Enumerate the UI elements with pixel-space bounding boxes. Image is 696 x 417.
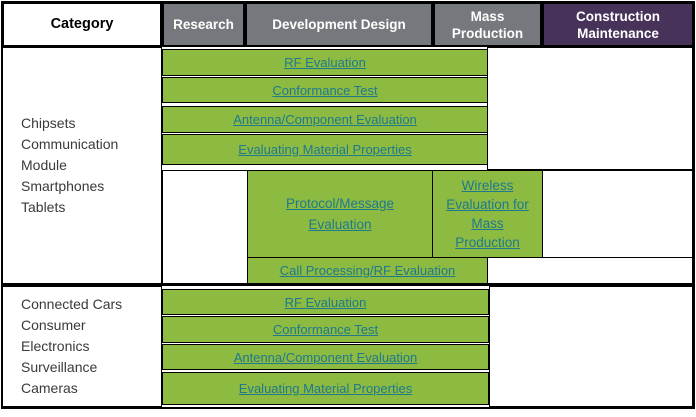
empty-cell-right-of-callproc	[487, 257, 693, 284]
section-divider	[2, 284, 694, 286]
empty-cell-right-of-wireless	[542, 170, 693, 258]
link-antenna-component-evaluation-s2[interactable]: Antenna/Component Evaluation	[233, 349, 418, 365]
cell-rf-evaluation-s1: RF Evaluation	[162, 49, 488, 76]
cell-evaluating-material-properties-s2: Evaluating Material Properties	[162, 372, 489, 405]
link-evaluating-material-properties-s1[interactable]: Evaluating Material Properties	[238, 142, 412, 157]
cell-rf-evaluation-s2: RF Evaluation	[162, 289, 489, 315]
cell-conformance-test-s1: Conformance Test	[162, 77, 488, 103]
link-conformance-test-s1[interactable]: Conformance Test	[272, 82, 378, 98]
header-cell-category: Category	[2, 2, 162, 47]
header-cell-construction-maintenance: Construction Maintenance	[542, 2, 694, 47]
category-line: Tablets	[21, 199, 66, 215]
header-cell-development-design: Development Design	[245, 2, 433, 47]
cell-call-processing-rf-evaluation: Call Processing/RF Evaluation	[247, 257, 488, 284]
cell-antenna-component-evaluation-s2: Antenna/Component Evaluation	[162, 344, 489, 370]
link-antenna-component-evaluation-s1[interactable]: Antenna/Component Evaluation	[233, 112, 417, 127]
category-line: Consumer Electronics	[21, 317, 90, 354]
category-line: Connected Cars	[21, 296, 123, 312]
link-conformance-test-s2[interactable]: Conformance Test	[272, 322, 379, 337]
cell-antenna-component-evaluation-s1: Antenna/Component Evaluation	[162, 106, 488, 133]
empty-cell-research-column	[162, 170, 248, 284]
link-rf-evaluation-s1[interactable]: RF Evaluation	[284, 55, 366, 70]
link-wireless-evaluation-mass-production[interactable]: Wireless Evaluation for Mass Production	[446, 178, 529, 250]
link-evaluating-material-properties-s2[interactable]: Evaluating Material Properties	[238, 381, 413, 396]
cell-wireless-evaluation-mass-production: Wireless Evaluation for Mass Production	[432, 170, 543, 258]
header-cell-mass-production: Mass Production	[433, 2, 542, 47]
category-line: Chipsets	[21, 115, 76, 131]
cell-conformance-test-s2: Conformance Test	[162, 316, 489, 343]
category-cell-connected-cars-group: Connected Cars Consumer Electronics Surv…	[2, 286, 162, 407]
cell-protocol-message-evaluation: Protocol/Message Evaluation	[247, 170, 433, 258]
empty-cell-bottom-right	[489, 286, 693, 407]
link-rf-evaluation-s2[interactable]: RF Evaluation	[284, 294, 367, 310]
cell-evaluating-material-properties-s1: Evaluating Material Properties	[162, 134, 488, 165]
category-line: Communication Module	[21, 136, 119, 173]
category-line: Surveillance Cameras	[21, 359, 98, 396]
header-cell-research: Research	[162, 2, 245, 47]
link-call-processing-rf-evaluation[interactable]: Call Processing/RF Evaluation	[279, 263, 456, 278]
empty-cell-top-right	[487, 47, 693, 170]
link-protocol-message-evaluation[interactable]: Protocol/Message Evaluation	[285, 196, 395, 232]
category-line: Smartphones	[21, 178, 105, 194]
category-cell-chipsets-group: Chipsets Communication Module Smartphone…	[2, 47, 162, 284]
